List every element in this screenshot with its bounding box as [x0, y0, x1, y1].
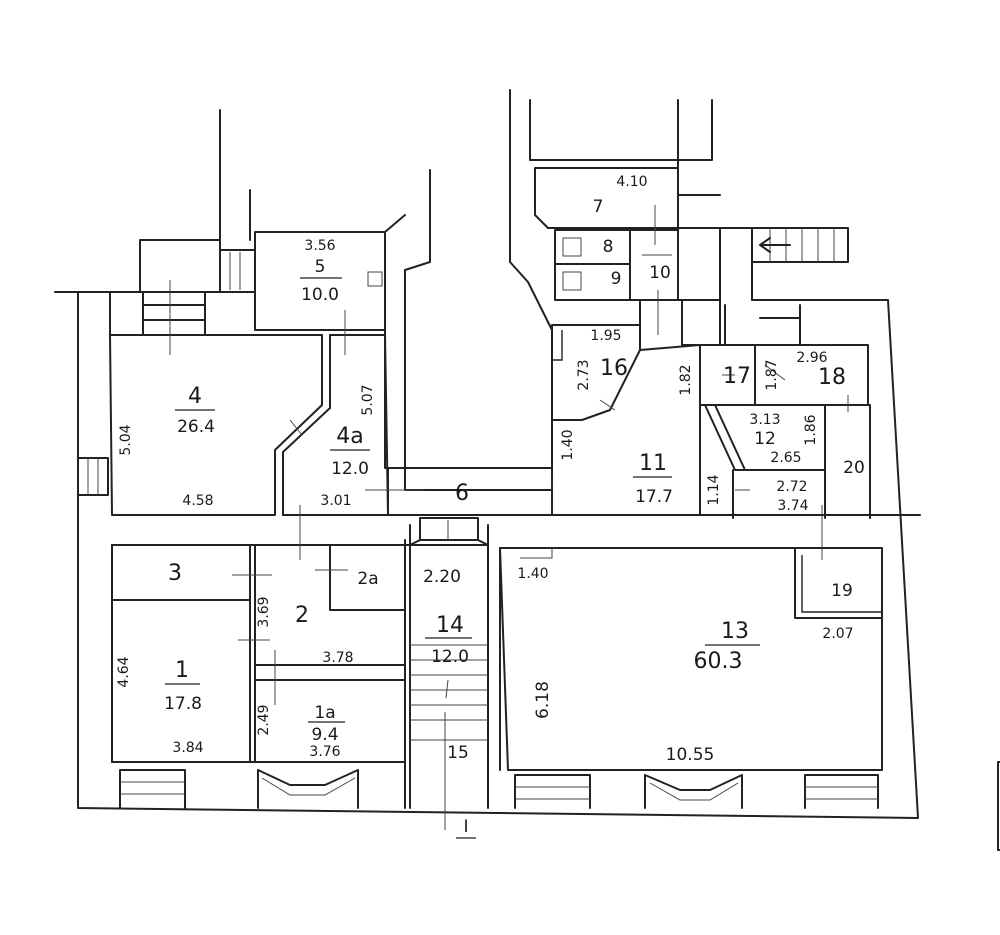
- dim-1-40-b: 1.40: [517, 566, 548, 582]
- dim-3-76: 3.76: [309, 744, 340, 760]
- dim-3-84: 3.84: [172, 740, 203, 756]
- room-3-number: 3: [168, 561, 182, 586]
- dim-2-73: 2.73: [576, 359, 592, 390]
- room-12-number: 12: [754, 429, 776, 449]
- room-1a-number: 1a: [314, 703, 335, 723]
- room-14-area: 12.0: [431, 647, 469, 667]
- room-14-number: 14: [436, 613, 464, 638]
- dim-1-82: 1.82: [678, 364, 694, 395]
- room-11-number: 11: [639, 451, 667, 476]
- walls: [54, 89, 921, 819]
- room-4a-number: 4a: [336, 424, 363, 449]
- dim-1-14: 1.14: [706, 474, 722, 505]
- room-9-number: 9: [611, 269, 622, 289]
- dim-1-87: 1.87: [764, 359, 780, 390]
- room-6-number: 6: [455, 481, 469, 506]
- room-13-area: 60.3: [694, 649, 743, 674]
- room-5-number: 5: [315, 257, 326, 277]
- dim-2-96: 2.96: [796, 350, 827, 366]
- dimension-labels: 3.56 4.10 5.04 5.07 4.58 3.01 1.95 2.73 …: [116, 174, 854, 765]
- dim-4-64: 4.64: [116, 656, 132, 687]
- room-16-number: 16: [600, 356, 628, 381]
- dim-5-07: 5.07: [360, 384, 376, 415]
- room-labels: 1 17.8 1a 9.4 2 2a 3 4 26.4 4a 12.0 5 10…: [164, 197, 865, 763]
- room-1a-area: 9.4: [311, 725, 338, 745]
- room-11-area: 17.7: [635, 487, 673, 507]
- dim-1-40-a: 1.40: [560, 429, 576, 460]
- dim-2-49: 2.49: [256, 704, 272, 735]
- dim-4-58: 4.58: [182, 493, 213, 509]
- door-marks: [169, 205, 849, 830]
- dim-2-20: 2.20: [423, 567, 461, 587]
- room-1-number: 1: [175, 658, 189, 683]
- room-18-number: 18: [818, 365, 846, 390]
- room-1-area: 17.8: [164, 694, 202, 714]
- room-13-number: 13: [721, 619, 749, 644]
- room-7-number: 7: [593, 197, 604, 217]
- dim-6-18: 6.18: [533, 681, 553, 719]
- dim-3-56: 3.56: [304, 238, 335, 254]
- room-17-number: 17: [723, 364, 751, 389]
- dim-3-01: 3.01: [320, 493, 351, 509]
- room-2a-number: 2a: [357, 569, 378, 589]
- dim-4-10: 4.10: [616, 174, 647, 190]
- section-mark: I: [456, 817, 476, 839]
- room-4-number: 4: [188, 384, 202, 409]
- room-4a-area: 12.0: [331, 459, 369, 479]
- dim-5-04: 5.04: [118, 424, 134, 455]
- dim-1-95: 1.95: [590, 328, 621, 344]
- room-5-area: 10.0: [301, 285, 339, 305]
- room-4-area: 26.4: [177, 417, 215, 437]
- dim-2-07: 2.07: [822, 626, 853, 642]
- dim-1-86: 1.86: [803, 414, 819, 445]
- room-10-number: 10: [649, 263, 671, 283]
- section-mark-label: I: [463, 817, 468, 837]
- dim-10-55: 10.55: [666, 745, 715, 765]
- dim-3-69: 3.69: [256, 596, 272, 627]
- room-8-number: 8: [603, 237, 614, 257]
- dim-2-65: 2.65: [770, 450, 801, 466]
- room-15-number: 15: [447, 743, 469, 763]
- dim-3-74: 3.74: [777, 498, 808, 514]
- room-19-number: 19: [831, 581, 853, 601]
- room-20-number: 20: [843, 458, 865, 478]
- dim-3-13: 3.13: [749, 412, 780, 428]
- dim-2-72: 2.72: [776, 479, 807, 495]
- room-2-number: 2: [295, 603, 309, 628]
- dim-3-78: 3.78: [322, 650, 353, 666]
